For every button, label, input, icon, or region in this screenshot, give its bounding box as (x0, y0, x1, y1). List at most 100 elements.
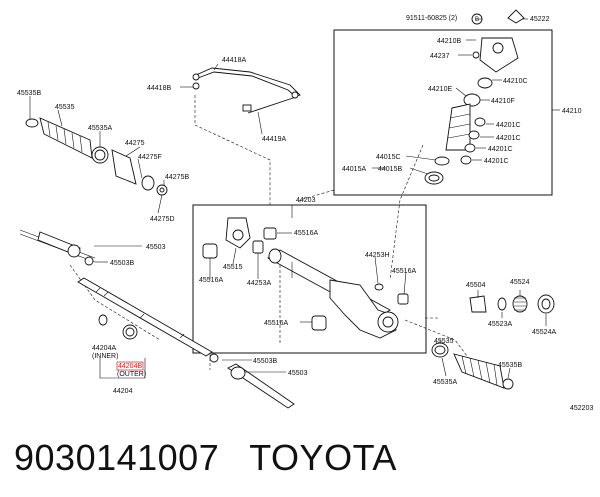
label-44210c: 44210C (503, 78, 528, 85)
caption: 9030141007 TOYOTA (14, 436, 397, 480)
label-45503-bottom: 45503 (288, 370, 308, 377)
label-44418a: 44418A (222, 57, 246, 64)
seal-44210c (477, 77, 493, 89)
spacer-45523a (497, 297, 507, 311)
label-45516a-2: 45516A (199, 277, 223, 284)
spring-45524 (512, 295, 528, 313)
cover-45222 (507, 9, 525, 24)
cap-44253a (252, 240, 264, 254)
bolt-44237 (472, 51, 480, 59)
part-number: 9030141007 (14, 437, 220, 478)
label-45222: 45222 (530, 16, 550, 23)
guide-line (299, 189, 335, 205)
label-45515: 45515 (223, 264, 243, 271)
label-44201c-2: 44201C (496, 135, 521, 142)
cap-44253h (374, 283, 384, 291)
label-45503b-top: 45503B (110, 260, 134, 267)
label-44253h: 44253H (365, 252, 390, 259)
rack-housing (202, 217, 409, 339)
seal-44015c (434, 156, 450, 166)
control-valve (424, 9, 525, 185)
label-45516a-1: 45516A (294, 230, 318, 237)
ring-44201c-2 (468, 130, 480, 140)
valve-shaft (445, 103, 471, 151)
ring-44201c-3 (464, 143, 476, 153)
brand-name: TOYOTA (249, 437, 397, 478)
label-44275f: 44275F (138, 154, 162, 161)
label-44201c-3: 44201C (488, 146, 513, 153)
cap-45516a-bottom (311, 315, 327, 331)
clamp-45535b (25, 118, 39, 128)
label-44203: 44203 (296, 197, 316, 204)
guide-line (404, 319, 471, 361)
label-91511: 91511-60825 (2) (406, 15, 457, 22)
label-44210b: 44210B (437, 38, 461, 45)
label-44210e: 44210E (428, 86, 452, 93)
rack-housing-box (192, 204, 427, 354)
label-45524: 45524 (510, 279, 530, 286)
label-44418b: 44418B (147, 85, 171, 92)
cap-45516a-top (263, 227, 277, 240)
right-boot-assembly (431, 294, 555, 390)
label-44015a: 44015A (342, 166, 366, 173)
label-44204b: 44204B (118, 363, 142, 370)
label-44204: 44204 (113, 388, 133, 395)
rack-bar (77, 277, 213, 379)
cap-45516a (397, 293, 409, 305)
label-45535b-right: 45535B (498, 362, 522, 369)
tie-rod-end-bottom (230, 366, 246, 380)
label-45524a: 45524A (532, 329, 556, 336)
label-44204b-outer: (OUTER) (117, 371, 146, 378)
leader-lines (29, 18, 560, 379)
highlight-box (116, 361, 144, 371)
ring-44275f (141, 175, 155, 191)
label-44275d: 44275D (150, 216, 175, 223)
bushing-44204a (98, 314, 108, 326)
label-45503b-bottom: 45503B (253, 358, 277, 365)
bushing-45516a (202, 243, 218, 259)
gear-valve-box (333, 29, 553, 196)
label-44201c-1: 44201C (496, 122, 521, 129)
label-44204a: 44204A (92, 345, 116, 352)
label-45503: 45503 (146, 244, 166, 251)
left-tie-rod (19, 229, 96, 266)
union-44418b (192, 82, 200, 90)
diagram-id: 452203 (570, 405, 593, 412)
label-45535b-left: 45535B (17, 90, 41, 97)
label-44275: 44275 (125, 140, 145, 147)
valve-housing-44210b (479, 37, 519, 73)
ring-44201c-1 (474, 117, 486, 127)
boot-45535 (39, 117, 93, 159)
label-44015b: 44015B (378, 166, 402, 173)
pipe-assembly (192, 67, 301, 114)
tie-rod-end (67, 244, 81, 258)
nut-45503b-bottom (209, 353, 219, 363)
label-44201c-4: 44201C (484, 158, 509, 165)
label-44275b: 44275B (165, 174, 189, 181)
label-44419a: 44419A (262, 136, 286, 143)
label-45535-right: 45535 (434, 338, 454, 345)
clamp-45535b-right (502, 378, 514, 390)
nut-45503b (84, 256, 94, 266)
ring-44201c-4 (460, 155, 472, 165)
left-boot-assembly (25, 117, 168, 196)
label-45516a-4: 45516A (264, 320, 288, 327)
bushing-45504 (469, 295, 487, 313)
right-tie-rod (209, 353, 295, 409)
sleeve-44275 (111, 149, 137, 185)
label-45516a-3: 45516A (392, 268, 416, 275)
label-44210f: 44210F (491, 98, 515, 105)
label-44253a: 44253A (247, 280, 271, 287)
label-44210: 44210 (562, 108, 582, 115)
label-45535a-right: 45535A (433, 379, 457, 386)
label-44237: 44237 (430, 53, 450, 60)
boot-45535-right (453, 353, 505, 389)
label-45523a: 45523A (488, 321, 512, 328)
guide-line (194, 95, 271, 205)
label-45535-left: 45535 (55, 104, 75, 111)
label-44015c: 44015C (376, 154, 401, 161)
label-44204a-inner: (INNER) (92, 353, 118, 360)
marker-b: B (475, 17, 479, 23)
